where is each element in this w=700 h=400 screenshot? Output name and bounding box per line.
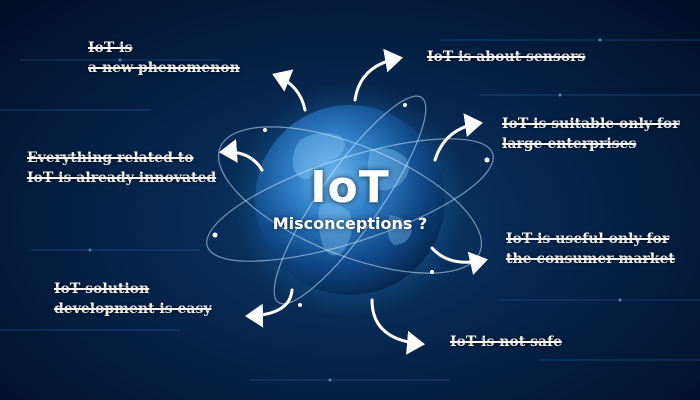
center-subtitle: Misconceptions ? — [272, 214, 428, 233]
misconception-about-sensors: IoT is about sensors — [427, 49, 586, 65]
arrow-consumer-market — [430, 246, 488, 276]
globe — [206, 82, 494, 318]
arrow-large-enterprises — [433, 113, 483, 162]
arrow-about-sensors — [353, 48, 403, 102]
streak-lines — [0, 39, 700, 381]
arrows — [219, 48, 488, 355]
arrow-new-phenomenon — [272, 69, 307, 112]
misconception-already-innovated: Everything related to IoT is already inn… — [27, 150, 217, 186]
misconception-development-easy: IoT solution development is easy — [54, 281, 212, 317]
arrow-already-innovated — [219, 138, 264, 172]
misconception-large-enterprises: IoT is suitable only for large enterpris… — [502, 116, 680, 152]
center-title: IoT — [310, 162, 390, 213]
misconception-not-safe: IoT is not safe — [450, 334, 562, 350]
misconception-new-phenomenon: IoT is a new phenomenon — [88, 40, 240, 76]
streak-dots — [88, 38, 622, 382]
arrow-development-easy — [245, 288, 294, 328]
arrow-not-safe — [370, 298, 425, 355]
misconception-consumer-market: IoT is useful only for the consumer mark… — [506, 231, 675, 267]
